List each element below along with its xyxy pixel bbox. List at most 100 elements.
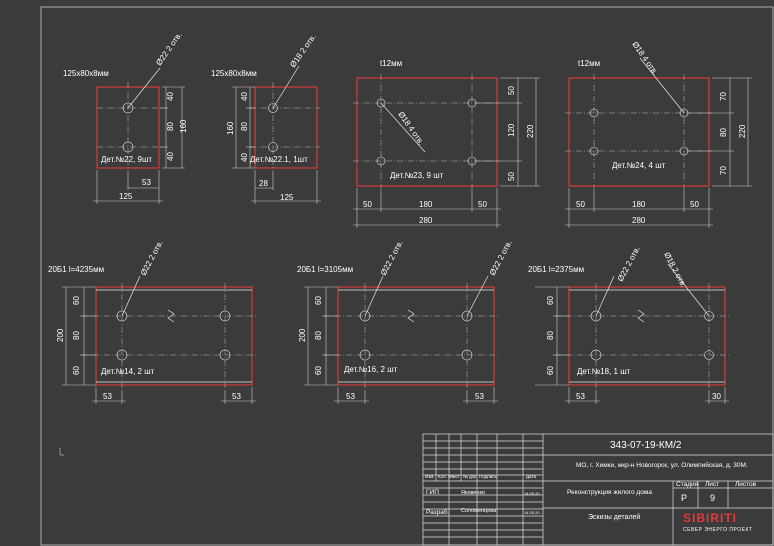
developer-date: 14.05.20 [524,510,540,515]
part-23-outline [356,77,498,187]
hole [590,310,602,322]
part-14-label: Дет.№14, 2 шт [101,367,155,376]
part-23-dim-total-width: 280 [419,216,433,225]
part-14: 20Б1 l=4235мм Ø22 2 отв. Дет.№14, 2 шт 6… [48,239,256,404]
col-header-count: Кол. уч. [438,474,454,479]
title-block [422,433,774,546]
part-18-dim-d3: 60 [546,366,555,375]
hole [704,350,714,360]
hole [376,156,386,166]
hole [122,102,134,114]
hole [268,103,278,113]
sheet-header: Лист [705,481,720,488]
part-23-dim-w1: 50 [363,200,372,209]
hole [359,349,371,361]
hole [116,349,128,361]
hole [359,310,371,322]
hole [589,108,599,118]
part-22-1-dim-d3: 40 [240,153,249,162]
developer-name: Соломенцева [461,508,497,514]
part-14-holes: Ø22 2 отв. [139,239,165,277]
part-22-1-dim-w1: 28 [259,179,268,188]
part-16-dim-w1: 53 [346,392,355,401]
part-16-dim-d2: 80 [314,331,323,340]
part-22-1: 125x80x8мм Ø18 2 отв. Дет.№22.1, 1шт 40 … [211,32,321,204]
hole [461,349,473,361]
part-22-1-holes: Ø18 2 отв. [288,32,317,69]
part-22-dim-d2: 80 [166,122,175,131]
hole [268,142,278,152]
part-16-label: Дет.№16, 2 шт [344,365,398,374]
part-18-outline [568,286,726,386]
part-14-dim-total: 200 [56,328,65,342]
part-22-dim-d3: 40 [166,152,175,161]
part-22-holes: Ø22 2 отв. [154,30,183,67]
col-header-sheet: Лист [450,474,460,479]
hole [376,98,386,108]
part-16-holes: Ø22 2 отв. [379,239,405,277]
project-title: Реконструкция жилого дома [567,489,652,496]
part-18: 20Б1 l=2375мм Ø22 2 отв. Ø18 2 отв. Дет.… [528,245,729,404]
part-16-dim-d1: 60 [314,296,323,305]
part-24-outline [568,77,710,187]
col-header-date: Дата [526,474,536,479]
hole [219,310,231,322]
part-16-profile: 20Б1 l=3105мм [297,265,353,274]
part-16-dim-d3: 60 [314,366,323,375]
gip-date: 14.05.20 [524,491,540,496]
part-23-dim-d3: 50 [507,172,516,181]
part-22-1-dim-d1: 40 [240,92,249,101]
part-14-dim-w1: 53 [103,392,112,401]
part-23-label: Дет.№23, 9 шт [390,171,444,180]
sheet-title: Эскизы деталей [588,514,641,521]
part-24-label: Дет.№24, 4 шт [612,161,666,170]
sheet-number: 9 [710,493,716,503]
part-22-1-dim-w2: 125 [280,193,294,202]
part-18-dim-w2: 30 [712,392,721,401]
part-22: 125x80x8мм Ø22 2 отв. Дет.№22, 9шт 40 80… [63,30,188,204]
part-22-1-dim-total: 160 [226,121,235,135]
part-22-dim-total: 160 [179,119,188,133]
part-22-1-profile: 125x80x8мм [211,69,257,78]
col-header-signature: Подпись [479,474,497,479]
gip-name: Яковенко [461,490,485,496]
part-22-dim-w2: 125 [119,192,133,201]
part-23-dim-w3: 50 [478,200,487,209]
part-24: t12мм Ø18 4 отв. Дет.№24, 4 шт 70 80 70 … [565,40,752,228]
part-22-label: Дет.№22, 9шт [101,155,152,164]
part-22-dim-d1: 40 [166,92,175,101]
part-16: 20Б1 l=3105мм Ø22 2 отв. Ø22 2 отв. Дет.… [297,239,514,404]
part-18-dim-w1: 53 [576,392,585,401]
hole [116,310,128,322]
part-16-dim-w2: 53 [475,392,484,401]
hole [461,310,473,322]
part-23-profile: t12мм [380,59,402,68]
company-logo-subtitle: СЕВЕР ЭНЕРГО ПРОЕКТ [683,527,753,533]
part-18-holes: Ø22 2 отв. [616,245,642,283]
stage-value: Р [681,493,688,503]
part-14-dim-w2: 53 [232,392,241,401]
part-22-1-dim-d2: 80 [240,122,249,131]
part-18-dim-d1: 60 [546,296,555,305]
stage-header: Стадия [676,481,699,488]
part-24-dim-total-width: 280 [632,216,646,225]
part-18-dim-d2: 80 [546,331,555,340]
part-14-outline [95,286,253,386]
part-24-dim-w3: 50 [690,200,699,209]
col-header-doc: № док. [463,474,478,479]
gip-role: ГИП [426,489,439,496]
developer-role: Разраб. [426,509,450,516]
company-logo: SIBIRITI [683,511,738,525]
part-22-dim-w1: 53 [142,178,151,187]
part-14-dim-d1: 60 [72,296,81,305]
part-23-dim-w2: 180 [419,200,433,209]
part-16-outline [337,286,495,386]
part-22-1-label: Дет.№22.1, 1шт [250,155,308,164]
object-address: МО, г. Химки, мкр-н Новогорск, ул. Олимп… [576,462,748,469]
part-23-holes: Ø18 4 отв. [396,110,425,147]
part-24-dim-total: 220 [738,124,747,138]
part-16-dim-total: 200 [298,328,307,342]
drawing-code: 343-07-19-КМ/2 [610,440,682,451]
part-24-dim-d3: 70 [719,166,728,175]
hole [704,311,714,321]
